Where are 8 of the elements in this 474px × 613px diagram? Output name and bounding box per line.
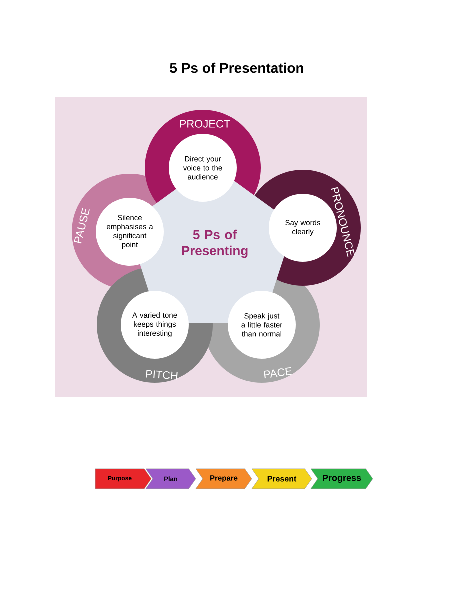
- process-step: Present: [252, 468, 312, 490]
- process-step: Progress: [310, 468, 374, 490]
- ring-label: PAUSE: [74, 208, 90, 244]
- center-title: 5 Ps of Presenting: [182, 230, 248, 258]
- title: 5 Ps of Presentation: [170, 62, 304, 74]
- ring-label: PACE: [264, 367, 292, 379]
- ring-label: PROJECT: [180, 120, 230, 128]
- ring-label: PITCH: [146, 370, 178, 380]
